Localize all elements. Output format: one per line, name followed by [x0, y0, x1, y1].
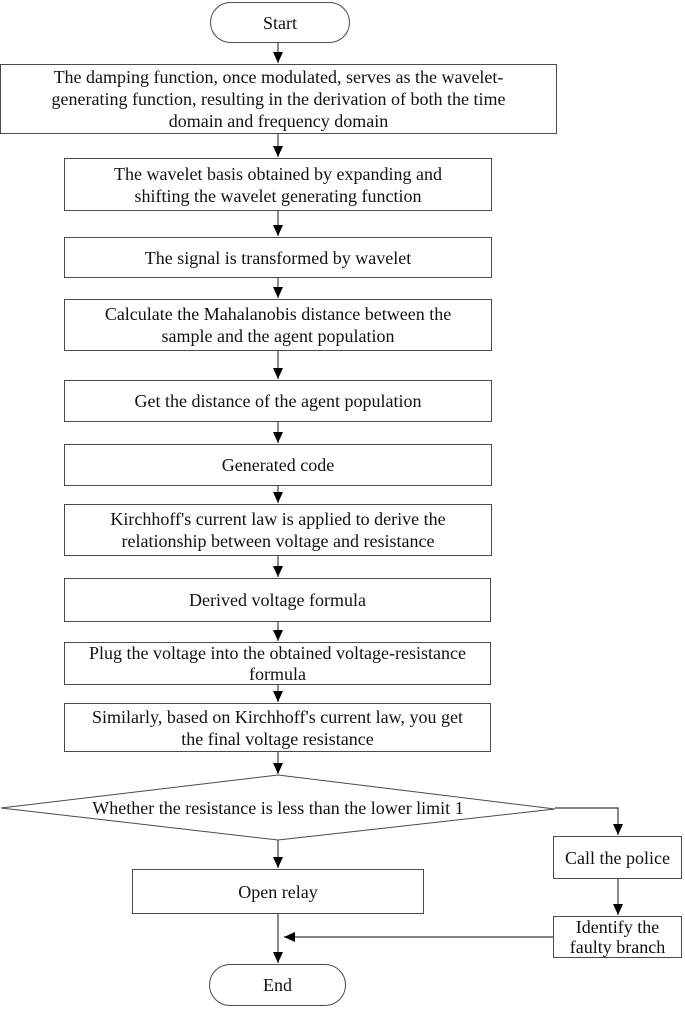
node-line: Derived voltage formula [189, 590, 366, 610]
node-line: generating function, resulting in the de… [51, 89, 506, 109]
node-line: The signal is transformed by wavelet [144, 247, 412, 268]
flow-arrows [273, 43, 623, 963]
node-line: Whether the resistance is less than the … [92, 798, 464, 818]
process-signal-transformed: The signal is transformed by wavelet [64, 237, 492, 278]
process-kirchhoff-law: Kirchhoff's current law is applied to de… [64, 504, 492, 556]
terminator-end: End [209, 964, 346, 1006]
node-line: Kirchhoff's current law is applied to de… [110, 509, 446, 529]
node-line: Plug the voltage into the obtained volta… [89, 642, 466, 663]
node-label: Start [263, 12, 297, 33]
node-line: relationship between voltage and resista… [121, 531, 435, 551]
process-agent-distance: Get the distance of the agent population [64, 380, 492, 422]
node-line: faulty branch [569, 937, 666, 957]
node-line: shifting the wavelet generating function [134, 185, 422, 206]
node-line: sample and the agent population [161, 326, 395, 346]
process-mahalanobis-distance: Calculate the Mahalanobis distance betwe… [64, 299, 492, 351]
node-line: The wavelet basis obtained by expanding … [114, 163, 442, 184]
decision-label: Whether the resistance is less than the … [18, 796, 538, 820]
process-final-voltage-resistance: Similarly, based on Kirchhoff's current … [64, 703, 491, 752]
node-line: domain and frequency domain [168, 111, 389, 131]
process-plug-voltage: Plug the voltage into the obtained volta… [64, 642, 491, 685]
node-label: End [263, 975, 292, 995]
node-line: Calculate the Mahalanobis distance betwe… [104, 304, 452, 324]
node-line: formula [249, 663, 306, 684]
node-line: Call the police [565, 847, 670, 868]
node-line: Open relay [238, 881, 318, 902]
node-line: the final voltage resistance [181, 728, 374, 749]
decision-diamond [0, 774, 556, 841]
process-open-relay: Open relay [132, 869, 424, 914]
node-line: Identify the [575, 917, 660, 937]
process-wavelet-basis: The wavelet basis obtained by expanding … [64, 158, 492, 211]
node-line: Get the distance of the agent population [134, 391, 422, 411]
process-identify-faulty-branch: Identify the faulty branch [553, 916, 682, 958]
terminator-start: Start [210, 2, 350, 43]
process-generated-code: Generated code [64, 444, 492, 486]
node-line: Similarly, based on Kirchhoff's current … [92, 706, 463, 727]
process-call-police: Call the police [553, 836, 682, 879]
node-line: The damping function, once modulated, se… [53, 67, 504, 87]
process-damping-function: The damping function, once modulated, se… [0, 64, 557, 134]
node-line: Generated code [221, 455, 335, 475]
process-derived-voltage: Derived voltage formula [64, 578, 491, 622]
